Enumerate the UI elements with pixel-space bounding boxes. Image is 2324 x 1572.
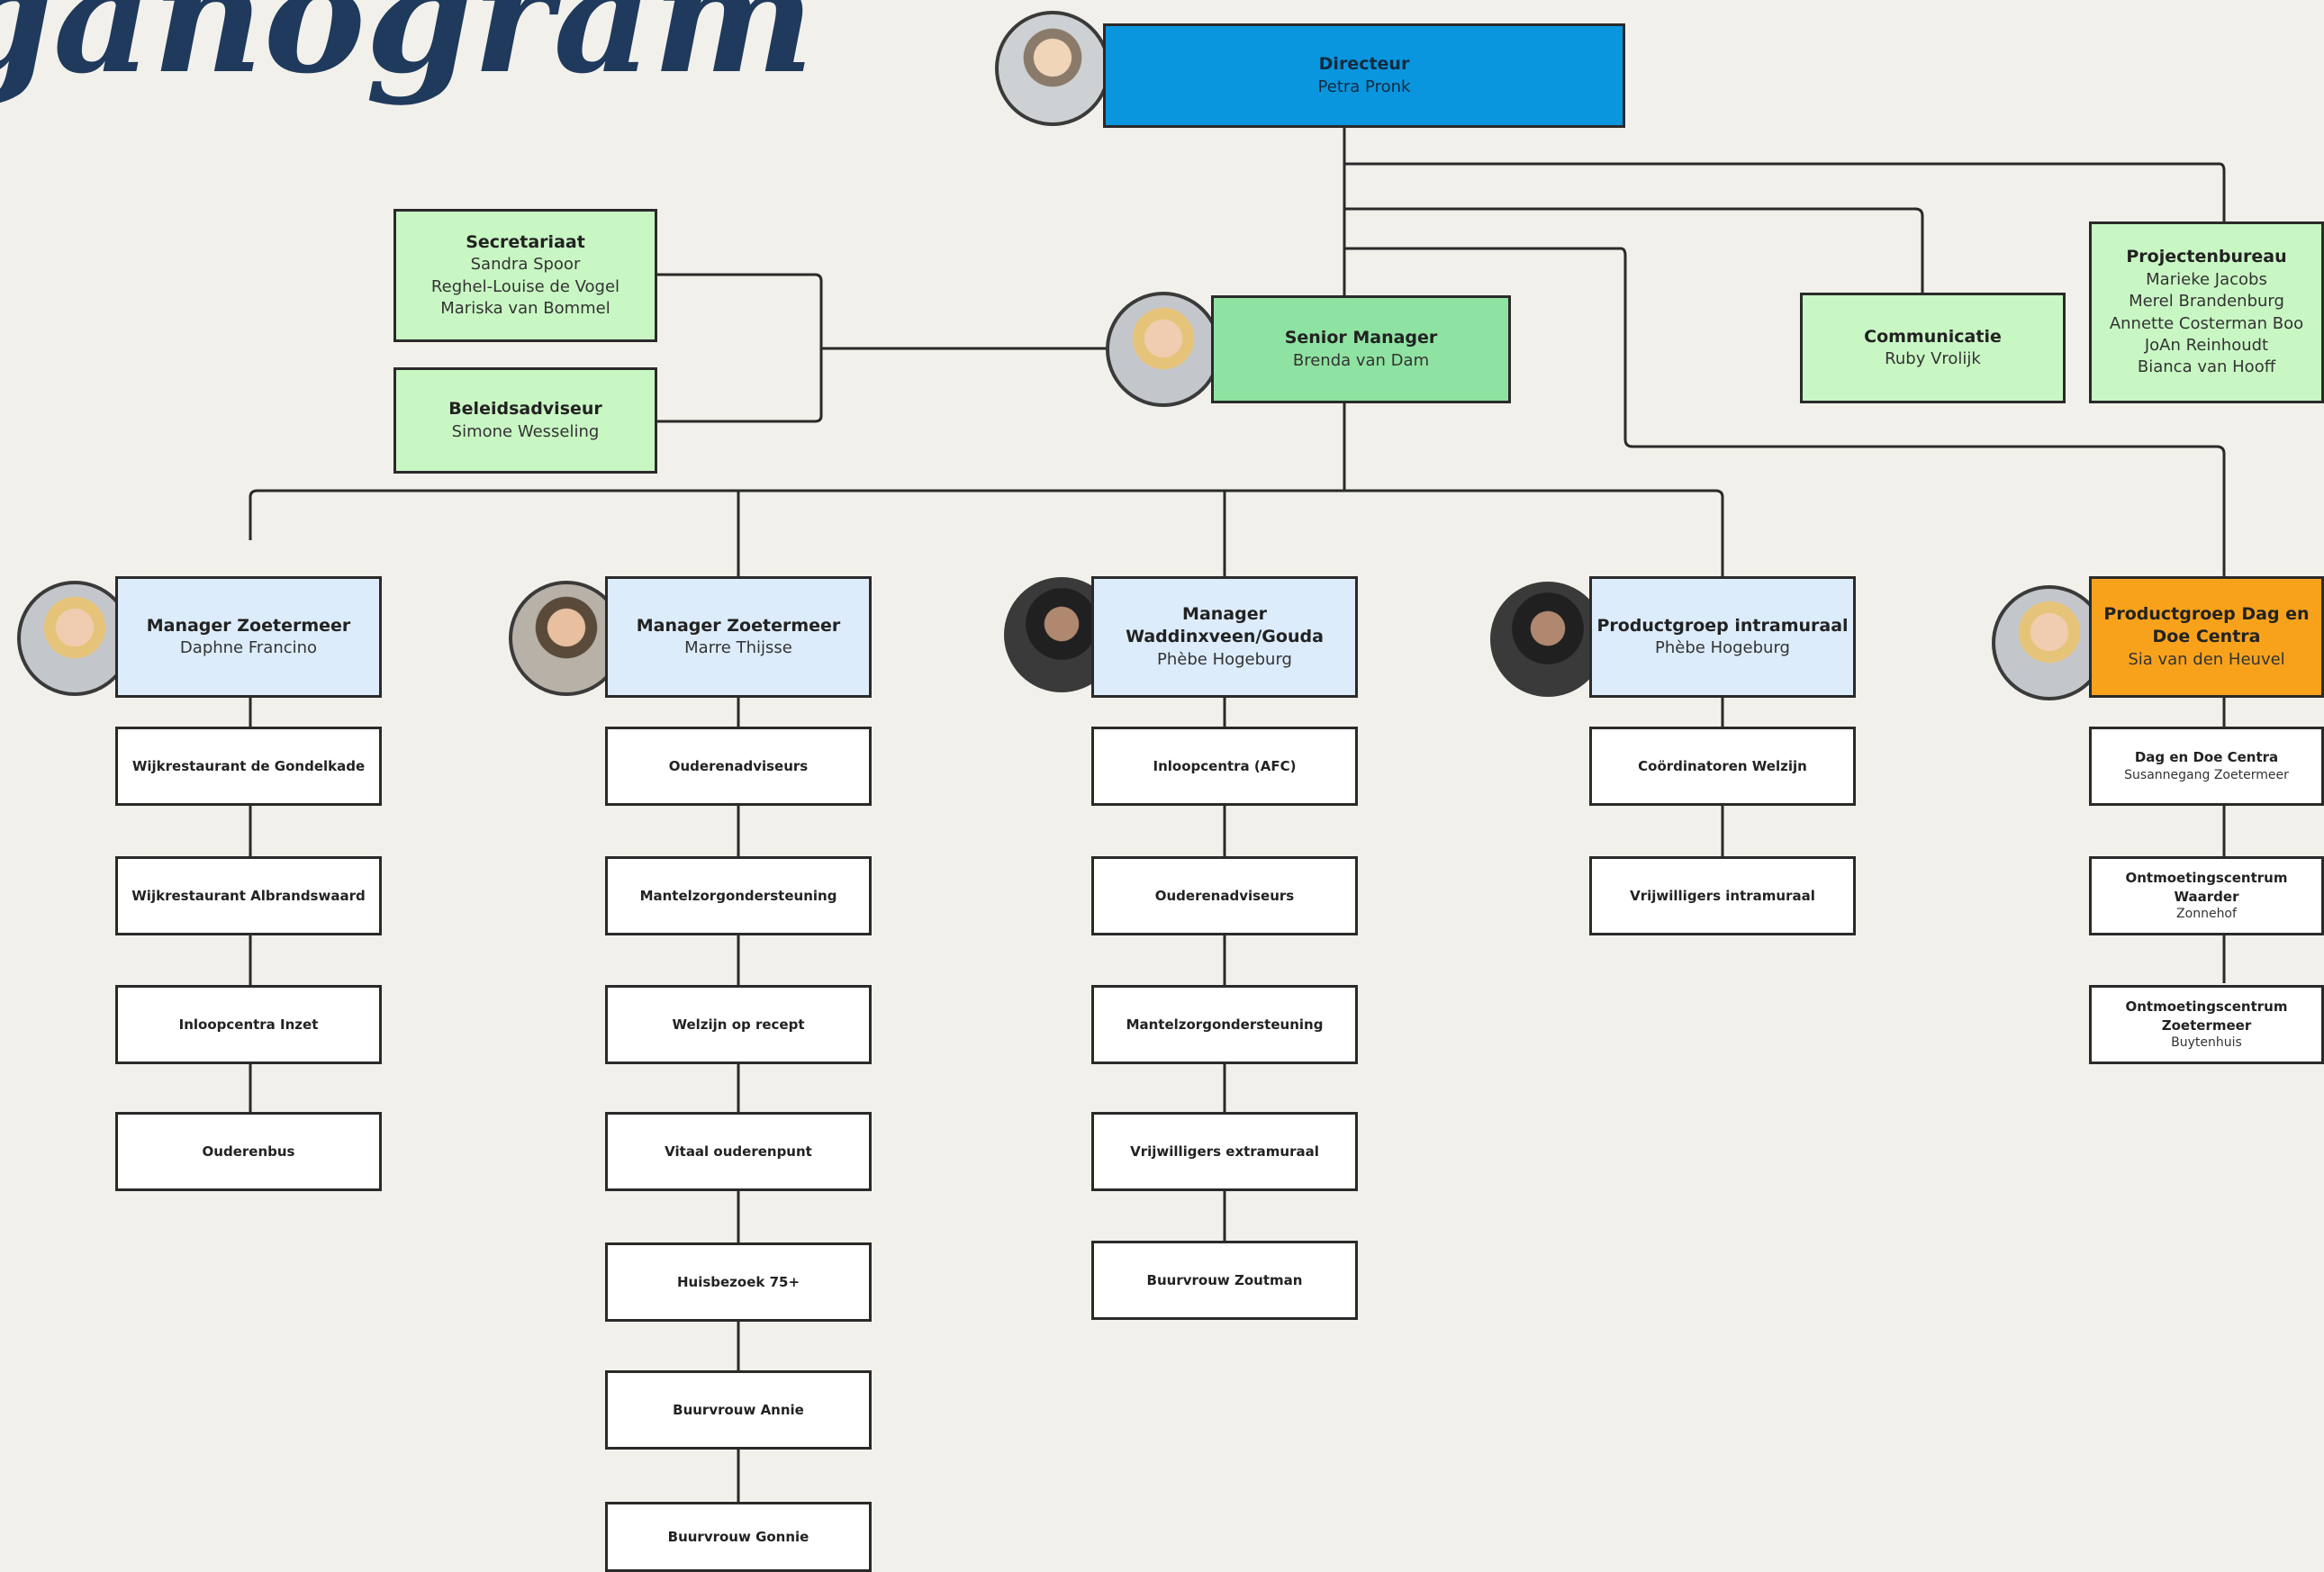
col2-unit-4[interactable]: Vitaal ouderenpunt <box>605 1112 872 1191</box>
col1-unit-4-label: Ouderenbus <box>202 1143 295 1160</box>
col2-unit-3-label: Welzijn op recept <box>672 1016 805 1033</box>
col3-unit-5[interactable]: Buurvrouw Zoutman <box>1091 1241 1358 1320</box>
col2-unit-2[interactable]: Mantelzorgondersteuning <box>605 856 872 935</box>
col1-unit-4[interactable]: Ouderenbus <box>115 1112 382 1191</box>
col5-unit-2-label: Ontmoetingscentrum Waarder <box>2125 870 2288 905</box>
projectenbureau-box[interactable]: Projectenbureau Marieke Jacobs Merel Bra… <box>2089 221 2324 403</box>
col2-unit-7[interactable]: Buurvrouw Gonnie <box>605 1502 872 1572</box>
col5-unit-1-sub: Susannegang Zoetermeer <box>2124 767 2289 782</box>
col2-unit-3[interactable]: Welzijn op recept <box>605 985 872 1064</box>
director-title: Directeur <box>1318 54 1410 75</box>
projectenbureau-title: Projectenbureau <box>2126 247 2287 267</box>
secretariaat-box[interactable]: Secretariaat Sandra Spoor Reghel-Louise … <box>393 209 657 342</box>
manager-3-title: Manager Waddinxveen/Gouda <box>1126 603 1324 647</box>
col5-unit-1-label: Dag en Doe Centra <box>2134 749 2279 766</box>
col3-unit-4[interactable]: Vrijwilligers extramuraal <box>1091 1112 1358 1191</box>
secretariaat-name-1: Sandra Spoor <box>470 255 581 275</box>
col3-unit-2-label: Ouderenadviseurs <box>1154 887 1295 904</box>
manager-2-box[interactable]: Manager Zoetermeer Marre Thijsse <box>605 576 872 698</box>
col4-unit-1-label: Coördinatoren Welzijn <box>1638 757 1807 774</box>
communicatie-title: Communicatie <box>1864 326 2002 347</box>
col5-unit-1[interactable]: Dag en Doe Centra Susannegang Zoetermeer <box>2089 727 2324 806</box>
col2-unit-4-label: Vitaal ouderenpunt <box>665 1143 812 1160</box>
col4-unit-2[interactable]: Vrijwilligers intramuraal <box>1589 856 1856 935</box>
col2-unit-5-label: Huisbezoek 75+ <box>676 1273 800 1290</box>
col1-unit-1-label: Wijkrestaurant de Gondelkade <box>131 757 366 774</box>
manager-4-photo <box>1490 582 1605 697</box>
col2-unit-5[interactable]: Huisbezoek 75+ <box>605 1242 872 1322</box>
col4-unit-2-label: Vrijwilligers intramuraal <box>1630 887 1815 904</box>
col2-unit-7-label: Buurvrouw Gonnie <box>667 1528 809 1545</box>
communicatie-box[interactable]: Communicatie Ruby Vrolijk <box>1800 293 2066 403</box>
secretariaat-name-2: Reghel-Louise de Vogel <box>430 276 620 296</box>
secretariaat-name-3: Mariska van Bommel <box>440 298 610 318</box>
manager-4-name: Phèbe Hogeburg <box>1655 638 1790 658</box>
senior-manager-title: Senior Manager <box>1284 328 1438 348</box>
director-photo <box>995 11 1110 126</box>
manager-1-box[interactable]: Manager Zoetermeer Daphne Francino <box>115 576 382 698</box>
director-box[interactable]: Directeur Petra Pronk <box>1103 23 1625 128</box>
col1-unit-3[interactable]: Inloopcentra Inzet <box>115 985 382 1064</box>
beleidsadviseur-name: Simone Wesseling <box>451 421 600 441</box>
col3-unit-2[interactable]: Ouderenadviseurs <box>1091 856 1358 935</box>
manager-5-box[interactable]: Productgroep Dag en Doe Centra Sia van d… <box>2089 576 2324 698</box>
manager-5-name: Sia van den Heuvel <box>2128 649 2285 669</box>
manager-5-photo <box>1992 585 2107 700</box>
beleidsadviseur-box[interactable]: Beleidsadviseur Simone Wesseling <box>393 367 657 474</box>
col3-unit-5-label: Buurvrouw Zoutman <box>1146 1271 1303 1288</box>
manager-4-title: Productgroep intramuraal <box>1596 615 1849 636</box>
col5-unit-3-label: Ontmoetingscentrum Zoetermeer <box>2125 998 2288 1034</box>
col5-unit-2-sub: Zonnehof <box>2176 906 2237 921</box>
col1-unit-2[interactable]: Wijkrestaurant Albrandswaard <box>115 856 382 935</box>
projectenbureau-name-3: Annette Costerman Boo <box>2109 313 2304 333</box>
projectenbureau-name-1: Marieke Jacobs <box>2146 270 2267 290</box>
director-name: Petra Pronk <box>1317 77 1411 96</box>
projectenbureau-name-4: JoAn Reinhoudt <box>2144 335 2269 355</box>
manager-5-title: Productgroep Dag en Doe Centra <box>2103 603 2310 647</box>
projectenbureau-name-2: Merel Brandenburg <box>2129 292 2284 312</box>
col3-unit-1[interactable]: Inloopcentra (AFC) <box>1091 727 1358 806</box>
communicatie-name: Ruby Vrolijk <box>1885 349 1981 369</box>
manager-1-name: Daphne Francino <box>179 638 318 658</box>
col5-unit-3-sub: Buytenhuis <box>2171 1034 2242 1050</box>
col1-unit-1[interactable]: Wijkrestaurant de Gondelkade <box>115 727 382 806</box>
manager-2-photo <box>509 581 624 696</box>
col5-unit-3[interactable]: Ontmoetingscentrum Zoetermeer Buytenhuis <box>2089 985 2324 1064</box>
col1-unit-2-label: Wijkrestaurant Albrandswaard <box>131 887 366 904</box>
col2-unit-1-label: Ouderenadviseurs <box>668 757 809 774</box>
beleidsadviseur-title: Beleidsadviseur <box>448 399 602 420</box>
col3-unit-3-label: Mantelzorgondersteuning <box>1126 1016 1324 1033</box>
manager-2-name: Marre Thijsse <box>684 638 792 658</box>
col2-unit-1[interactable]: Ouderenadviseurs <box>605 727 872 806</box>
manager-4-box[interactable]: Productgroep intramuraal Phèbe Hogeburg <box>1589 576 1856 698</box>
secretariaat-title: Secretariaat <box>466 231 585 252</box>
col3-unit-4-label: Vrijwilligers extramuraal <box>1130 1143 1319 1160</box>
col3-unit-3[interactable]: Mantelzorgondersteuning <box>1091 985 1358 1064</box>
senior-manager-box[interactable]: Senior Manager Brenda van Dam <box>1211 295 1511 403</box>
col2-unit-6-label: Buurvrouw Annie <box>673 1401 804 1418</box>
col2-unit-6[interactable]: Buurvrouw Annie <box>605 1370 872 1450</box>
manager-2-title: Manager Zoetermeer <box>636 615 841 636</box>
col4-unit-1[interactable]: Coördinatoren Welzijn <box>1589 727 1856 806</box>
col1-unit-3-label: Inloopcentra Inzet <box>178 1016 319 1033</box>
senior-manager-photo <box>1106 292 1221 407</box>
page-title: ganogram <box>0 0 815 108</box>
col3-unit-1-label: Inloopcentra (AFC) <box>1153 757 1297 774</box>
manager-3-name: Phèbe Hogeburg <box>1157 649 1292 669</box>
col2-unit-2-label: Mantelzorgondersteuning <box>639 887 837 904</box>
manager-3-box[interactable]: Manager Waddinxveen/Gouda Phèbe Hogeburg <box>1091 576 1358 698</box>
col5-unit-2[interactable]: Ontmoetingscentrum Waarder Zonnehof <box>2089 856 2324 935</box>
projectenbureau-name-5: Bianca van Hooff <box>2137 357 2276 377</box>
manager-1-title: Manager Zoetermeer <box>146 615 351 636</box>
senior-manager-name: Brenda van Dam <box>1292 350 1430 370</box>
